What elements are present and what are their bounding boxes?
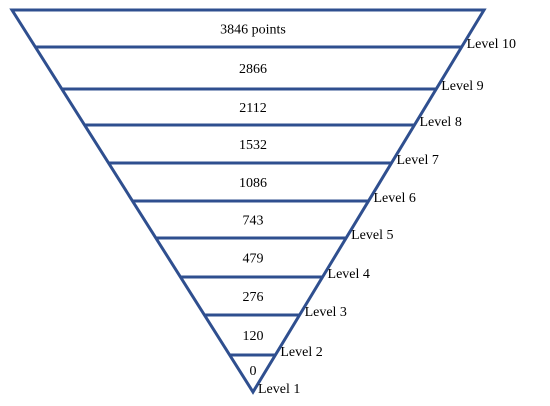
level-points-label: 479 bbox=[243, 252, 264, 267]
level-name-label: Level 6 bbox=[374, 191, 416, 206]
level-name-label: Level 5 bbox=[351, 228, 393, 243]
level-points-label: 120 bbox=[243, 329, 264, 344]
level-name-label: Level 10 bbox=[467, 37, 516, 52]
level-name-label: Level 8 bbox=[419, 115, 461, 130]
level-name-label: Level 1 bbox=[258, 382, 300, 397]
level-points-label: 743 bbox=[243, 214, 264, 229]
level-points-label: 2112 bbox=[239, 101, 266, 116]
level-points-label: 1086 bbox=[239, 176, 267, 191]
level-name-label: Level 2 bbox=[280, 345, 322, 360]
level-name-label: Level 3 bbox=[305, 305, 347, 320]
level-points-label: 3846 points bbox=[220, 23, 286, 38]
level-points-label: 2866 bbox=[239, 62, 267, 77]
level-name-label: Level 9 bbox=[441, 79, 483, 94]
level-points-label: 0 bbox=[250, 364, 257, 379]
level-name-label: Level 7 bbox=[396, 153, 438, 168]
level-points-label: 276 bbox=[243, 290, 264, 305]
level-points-label: 1532 bbox=[239, 138, 267, 153]
level-name-label: Level 4 bbox=[328, 267, 370, 282]
